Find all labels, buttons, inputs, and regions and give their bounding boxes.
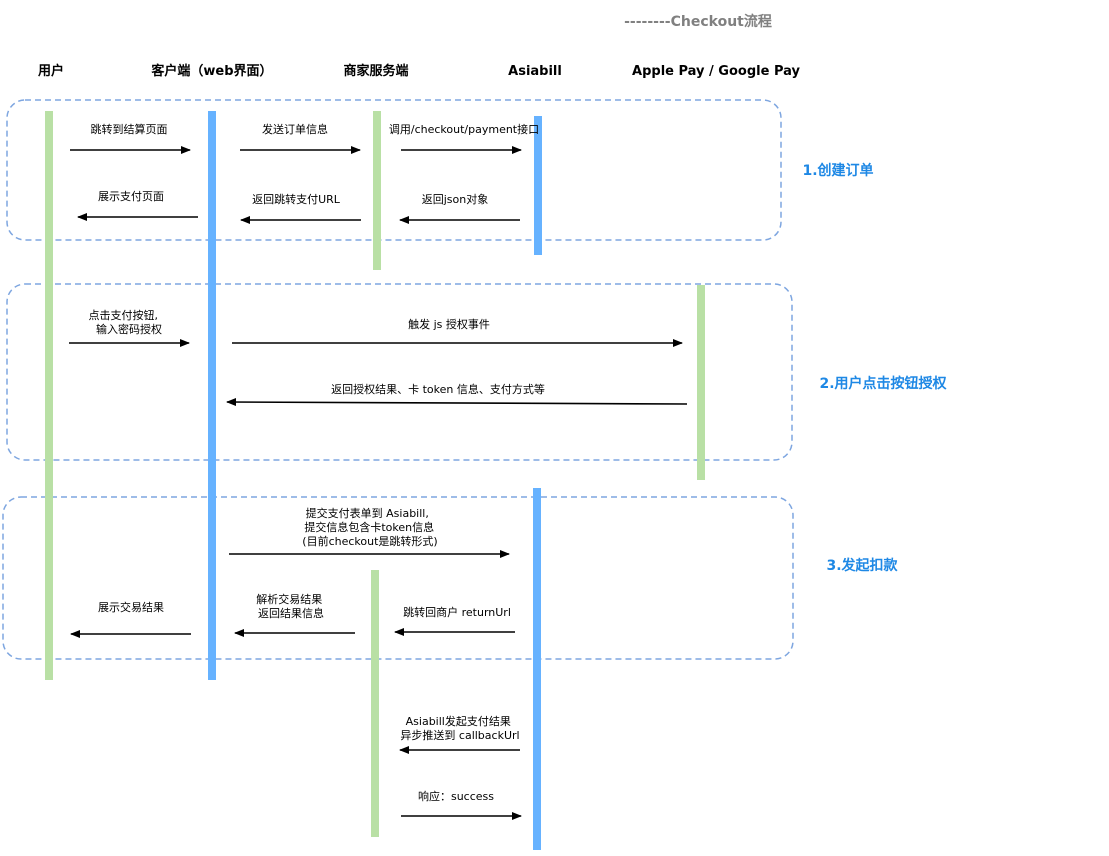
participant-user-label: 用户 xyxy=(37,63,64,79)
message-label: 展示支付页面 xyxy=(98,190,164,203)
lifeline-asiabill-2 xyxy=(533,488,541,850)
lifeline-user xyxy=(45,111,53,680)
message-label: 返回授权结果、卡 token 信息、支付方式等 xyxy=(331,382,545,396)
phase-box-create-order xyxy=(6,99,782,241)
message-label: 返回json对象 xyxy=(422,192,489,206)
lifeline-merchant-2 xyxy=(371,570,379,837)
arrow-wallet-to-client-auth-result xyxy=(226,398,688,407)
lifeline-merchant-1 xyxy=(373,111,381,270)
message-label: 发送订单信息 xyxy=(262,122,328,136)
message-label: 调用/checkout/payment接口 xyxy=(389,123,539,136)
message-label: 展示交易结果 xyxy=(98,600,164,614)
message-label: 提交支付表单到 Asiabill, 提交信息包含卡token信息 (目前chec… xyxy=(302,506,437,548)
message-label: 解析交易结果 返回结果信息 xyxy=(256,592,326,620)
participant-merchant-label: 商家服务端 xyxy=(343,63,408,79)
lifeline-wallet xyxy=(697,285,705,480)
message-label: 触发 js 授权事件 xyxy=(408,317,490,331)
lifeline-asiabill-1 xyxy=(534,116,542,255)
message-label: 跳转回商户 returnUrl xyxy=(403,605,511,619)
phase-label-create-order: 1.创建订单 xyxy=(802,162,873,179)
lifeline-client xyxy=(208,111,216,680)
diagram-title: --------Checkout流程 xyxy=(624,13,772,30)
message-label: 跳转到结算页面 xyxy=(91,122,168,136)
phase-box-authorize xyxy=(6,283,793,461)
message-label: Asiabill发起支付结果 异步推送到 callbackUrl xyxy=(400,714,519,742)
phase-box-charge xyxy=(2,496,794,660)
phase-label-charge: 3.发起扣款 xyxy=(826,557,898,574)
participant-client-label: 客户端（web界面） xyxy=(151,63,272,79)
message-label: 响应：success xyxy=(418,789,494,803)
participant-asiabill-label: Asiabill xyxy=(508,64,562,79)
message-label: 点击支付按钮, 输入密码授权 xyxy=(89,308,163,336)
message-label: 返回跳转支付URL xyxy=(252,192,341,206)
participant-wallet-label: Apple Pay / Google Pay xyxy=(632,64,800,79)
phase-label-authorize: 2.用户点击按钮授权 xyxy=(819,375,947,392)
